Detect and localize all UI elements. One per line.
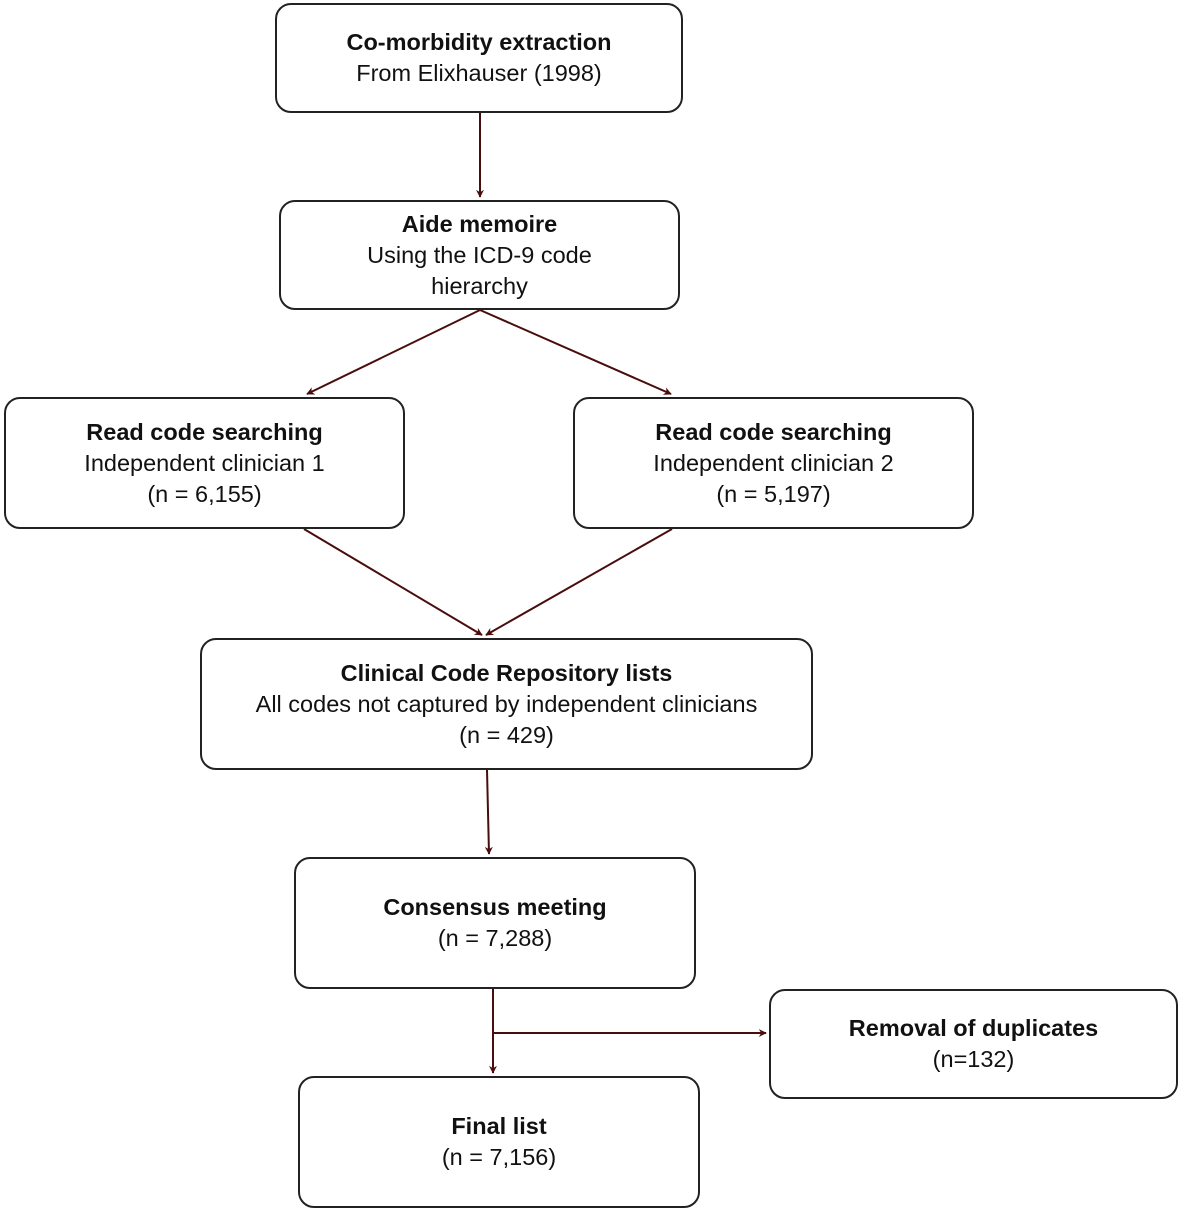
box-title: Read code searching bbox=[655, 418, 892, 445]
comorbidity-extraction-box: Co-morbidity extraction From Elixhauser … bbox=[275, 3, 683, 113]
box-detail: Independent clinician 1 bbox=[84, 449, 325, 476]
box-detail: Independent clinician 2 bbox=[653, 449, 894, 476]
box-title: Clinical Code Repository lists bbox=[340, 659, 673, 686]
box-title: Aide memoire bbox=[401, 210, 558, 237]
box-title: Final list bbox=[451, 1113, 547, 1139]
box-detail: hierarchy bbox=[431, 272, 528, 299]
clinical-code-repository-box: Clinical Code Repository lists All codes… bbox=[200, 638, 813, 770]
final-list-box: Final list (n = 7,156) bbox=[298, 1076, 700, 1208]
arrow-aide-to-read2 bbox=[479, 309, 672, 395]
read-code-searching-clinician-1-box: Read code searching Independent clinicia… bbox=[4, 397, 405, 529]
arrow-aide-to-read1 bbox=[306, 309, 481, 395]
consensus-meeting-box: Consensus meeting (n = 7,288) bbox=[294, 857, 696, 989]
arrow-read1-to-repository bbox=[303, 528, 483, 636]
read-code-searching-clinician-2-box: Read code searching Independent clinicia… bbox=[573, 397, 974, 529]
box-count: (n = 7,288) bbox=[437, 925, 553, 951]
box-title: Read code searching bbox=[86, 418, 323, 445]
aide-memoire-box: Aide memoire Using the ICD-9 code hierar… bbox=[279, 200, 680, 310]
box-title: Consensus meeting bbox=[383, 894, 607, 920]
arrow-repository-to-consensus bbox=[484, 769, 493, 855]
box-title: Removal of duplicates bbox=[848, 1015, 1099, 1041]
removal-of-duplicates-box: Removal of duplicates (n=132) bbox=[769, 989, 1178, 1099]
box-count: (n = 7,156) bbox=[441, 1144, 557, 1170]
box-count: (n = 5,197) bbox=[716, 480, 831, 507]
box-title: Co-morbidity extraction bbox=[346, 29, 612, 55]
box-count: (n=132) bbox=[932, 1046, 1015, 1072]
box-count: (n = 6,155) bbox=[147, 480, 262, 507]
arrow-read2-to-repository bbox=[485, 528, 673, 636]
box-count: (n = 429) bbox=[459, 721, 554, 748]
box-detail: Using the ICD-9 code bbox=[367, 241, 592, 268]
box-detail: All codes not captured by independent cl… bbox=[255, 690, 758, 717]
box-detail: From Elixhauser (1998) bbox=[356, 60, 602, 86]
